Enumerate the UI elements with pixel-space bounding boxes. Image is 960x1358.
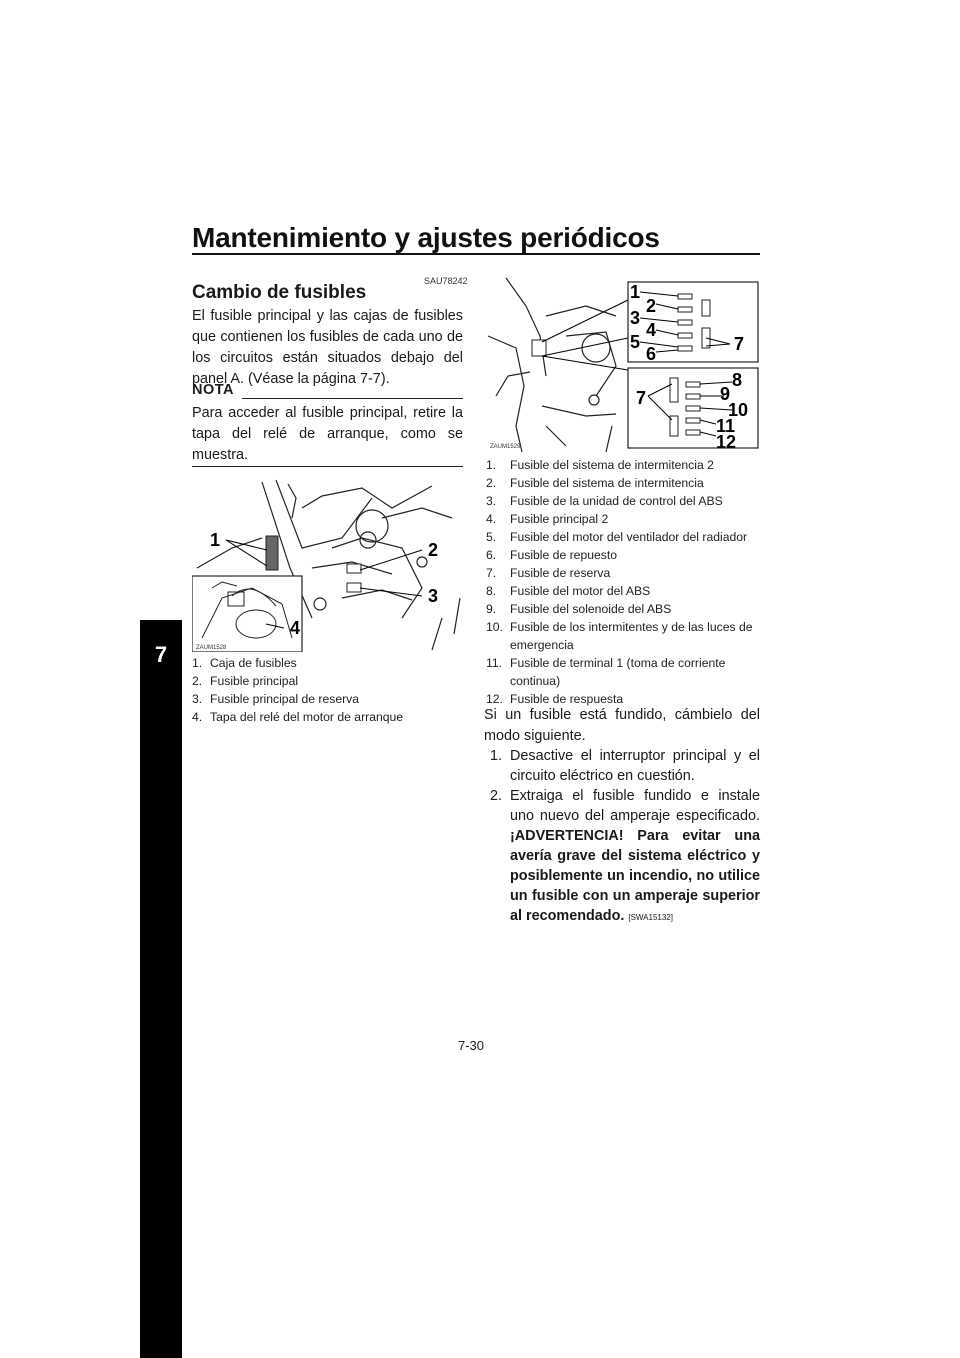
page-number: 7-30	[458, 1038, 485, 1053]
callout-4: 4	[646, 320, 656, 340]
page-title: Mantenimiento y ajustes periódicos	[192, 222, 660, 253]
procedure-intro: Si un fusible está fundido, cámbielo del…	[484, 707, 760, 744]
callout-4: 4	[290, 618, 300, 638]
figure1-captions: 1.Caja de fusibles 2.Fusible principal 3…	[192, 654, 472, 726]
nota-text: Para acceder al fusible principal, retir…	[192, 405, 463, 463]
callout-12: 12	[716, 432, 736, 452]
inset-illustration	[201, 581, 293, 639]
figure1-code: ZAUM1528	[196, 645, 227, 651]
list-item: 9.Fusible del solenoide del ABS	[486, 602, 672, 616]
zoom-lines	[541, 299, 629, 371]
list-item: 6.Fusible de repuesto	[486, 548, 618, 562]
callout-1: 1	[210, 530, 220, 550]
main-fuse-shape	[346, 563, 362, 593]
chapter-tab: 7	[140, 620, 182, 1358]
callout-2: 2	[428, 540, 438, 560]
motorcycle-illustration	[196, 479, 461, 651]
list-item: 7.Fusible de reserva	[486, 566, 611, 580]
fuse-box-upper	[627, 281, 759, 363]
list-item: 10.Fusible de los intermitentes y de las…	[486, 620, 753, 652]
callout-3: 3	[630, 308, 640, 328]
procedure-step: 1. Desactive el interruptor principal y …	[490, 748, 760, 784]
nota-rule-top	[242, 398, 463, 399]
warning-code: [SWA15132]	[628, 913, 673, 922]
list-item: 3.Fusible de la unidad de control del AB…	[486, 494, 723, 508]
section-title: Cambio de fusibles	[192, 282, 367, 303]
list-item: 1.Fusible del sistema de intermitencia 2	[486, 458, 714, 472]
list-item: 3.Fusible principal de reserva	[192, 692, 360, 706]
callout-3: 3	[428, 586, 438, 606]
section-intro: El fusible principal y las cajas de fusi…	[192, 308, 463, 387]
figure2-captions: 1.Fusible del sistema de intermitencia 2…	[486, 456, 762, 708]
inset-frame	[192, 575, 303, 652]
procedure-steps: 1. Desactive el interruptor principal y …	[484, 746, 760, 928]
callout-10: 10	[728, 400, 748, 420]
callout-6: 6	[646, 344, 656, 364]
procedure-step: 2. Extraiga el fusible fundido e instale…	[490, 788, 760, 924]
list-item: 1.Caja de fusibles	[192, 656, 297, 670]
list-item: 2.Fusible del sistema de intermitencia	[486, 476, 704, 490]
list-item: 11.Fusible de terminal 1 (toma de corrie…	[486, 656, 726, 688]
callout-7-lower: 7	[636, 388, 646, 408]
title-rule	[192, 253, 760, 255]
callout-11: 11	[716, 416, 735, 436]
callout-2: 2	[646, 296, 656, 316]
callout-5: 5	[630, 332, 640, 352]
callout-lines-lower	[647, 381, 733, 437]
callout-lines-upper	[639, 291, 731, 353]
callout-lines-fig1	[225, 539, 423, 629]
list-item: 4.Tapa del relé del motor de arranque	[192, 710, 404, 724]
nota-label: NOTA	[192, 382, 235, 398]
list-item: 12.Fusible de respuesta	[486, 692, 624, 706]
figure2-code: ZAUM1529	[490, 444, 521, 450]
list-item: 2.Fusible principal	[192, 674, 299, 688]
callout-1: 1	[630, 282, 640, 302]
callout-8: 8	[732, 370, 742, 390]
callout-9: 9	[720, 384, 730, 404]
figure-fuse-box-location: 1 2 3 4 ZAUM1528	[192, 478, 464, 652]
section-code: SAU78242	[424, 276, 468, 286]
fuse-box-shape	[265, 535, 279, 571]
warning-text: ¡ADVERTENCIA! Para evitar una avería gra…	[510, 828, 760, 924]
callout-7-upper: 7	[734, 334, 744, 354]
nota-rule-bottom	[192, 466, 463, 467]
list-item: 4.Fusible principal 2	[486, 512, 609, 526]
fuse-box-shape	[531, 339, 547, 357]
list-item: 5.Fusible del motor del ventilador del r…	[486, 530, 748, 544]
figure-fuse-box-layout: 1 2 3 4 5 6 7 7 8 9 10 11 12 ZAUM1529	[486, 276, 760, 452]
list-item: 8.Fusible del motor del ABS	[486, 584, 651, 598]
